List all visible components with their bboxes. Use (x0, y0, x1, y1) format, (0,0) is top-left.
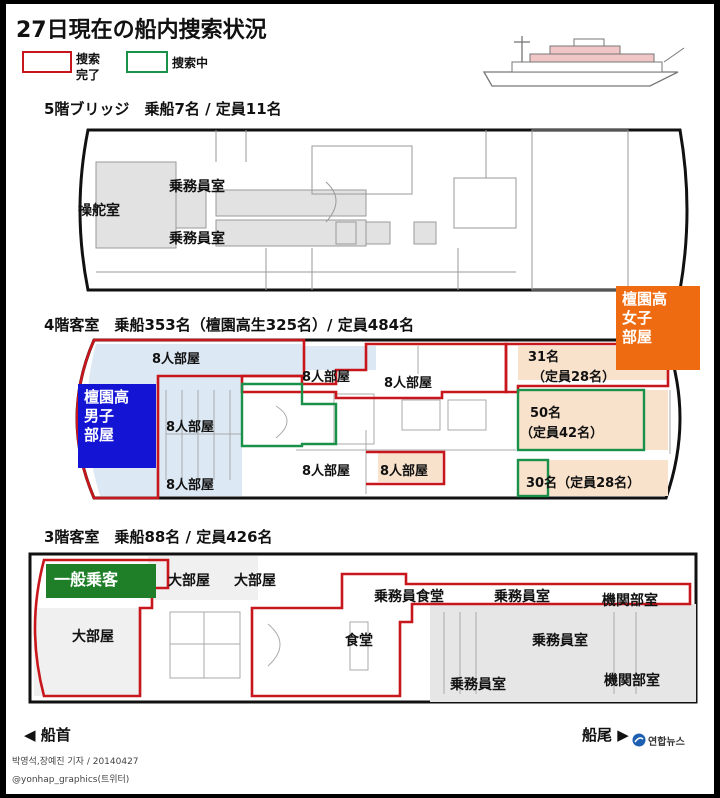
deck4-boys-tag-line3: 部屋 (84, 426, 115, 444)
deck4-boys-tag-line1: 檀園高 (84, 388, 130, 406)
deck3-large-room-2: 大部屋 (234, 573, 276, 589)
deck4-room-8-f: 8人部屋 (302, 464, 351, 479)
credit-twitter: @yonhap_graphics(트위터) (12, 775, 130, 785)
deck4-room-8-d: 8人部屋 (302, 370, 351, 385)
legend-done-swatch (22, 51, 72, 73)
deck3-large-room-1: 大部屋 (168, 573, 210, 589)
deck4-room-30: 30名（定員28名） (526, 476, 641, 491)
legend-done-label-1: 捜索 (76, 52, 101, 66)
deck4-room-50-capacity: （定員42名） (520, 426, 604, 441)
ship-silhouette-icon (482, 36, 685, 87)
page-title: 27日現在の船内捜索状況 (16, 18, 267, 43)
deck5-plan (78, 128, 689, 292)
deck5-wheelhouse-label: 操舵室 (78, 203, 120, 219)
deck4-girls-tag-line1: 檀園高 (622, 290, 668, 308)
deck3-crew-dining-label: 乗務員食堂 (374, 589, 444, 605)
deck4-plan (75, 338, 682, 500)
bow-direction-label: ◀ 船首 (24, 726, 71, 744)
legend-in-progress-swatch (126, 51, 168, 73)
deck4-room-8-b: 8人部屋 (166, 420, 215, 435)
deck4-room-8-e: 8人部屋 (384, 376, 433, 391)
deck5-heading: 5階ブリッジ 乗船7名 / 定員11名 (44, 100, 282, 118)
deck4-room-31-count: 31名 (528, 350, 560, 365)
deck3-crew-room-a: 乗務員室 (494, 589, 550, 605)
deck4-boys-tag-line2: 男子 (84, 407, 115, 425)
deck3-general-passenger-tag: 一般乗客 (46, 564, 156, 598)
deck3-crew-room-c: 乗務員室 (450, 677, 506, 693)
deck3-crew-room-b: 乗務員室 (532, 633, 588, 649)
stern-direction-label: 船尾 ▶ (582, 726, 629, 744)
deck3-heading: 3階客室 乗船88名 / 定員426名 (44, 528, 273, 546)
deck3-engine-room-a: 機関部室 (602, 593, 658, 609)
deck4-boys-room-tag: 檀園高 男子 部屋 (78, 384, 156, 468)
yonhap-logo-text: 연합뉴스 (648, 737, 685, 748)
deck4-room-8-g: 8人部屋 (380, 464, 429, 479)
deck4-heading: 4階客室 乗船353名（檀園高生325名）/ 定員484名 (44, 316, 415, 334)
deck4-room-31-capacity: （定員28名） (532, 370, 616, 385)
legend-done-label-2: 完了 (76, 68, 101, 82)
deck4-room-50-count: 50名 (530, 406, 562, 421)
deck4-room-8-c: 8人部屋 (166, 478, 215, 493)
deck5-crew-room-2-label: 乗務員室 (169, 231, 225, 247)
deck4-room-8-a: 8人部屋 (152, 352, 201, 367)
legend-in-progress-label: 捜索中 (172, 56, 209, 70)
deck3-dining-label: 食堂 (345, 633, 373, 649)
deck3-plan (28, 552, 698, 704)
deck4-girls-tag-line3: 部屋 (622, 328, 653, 346)
deck4-girls-room-tag: 檀園高 女子 部屋 (616, 286, 700, 370)
infographic: 27日現在の船内捜索状況 捜索 完了 捜索中 5階ブリッジ 乗船7名 / 定員1… (6, 4, 714, 794)
deck5-crew-room-1-label: 乗務員室 (169, 179, 225, 195)
deck4-girls-tag-line2: 女子 (622, 309, 653, 327)
deck3-large-room-3: 大部屋 (72, 629, 114, 645)
yonhap-logo-icon (632, 733, 646, 747)
credit-reporters: 박영석,장예진 기자 / 20140427 (12, 757, 139, 767)
deck3-engine-room-b: 機関部室 (604, 673, 660, 689)
